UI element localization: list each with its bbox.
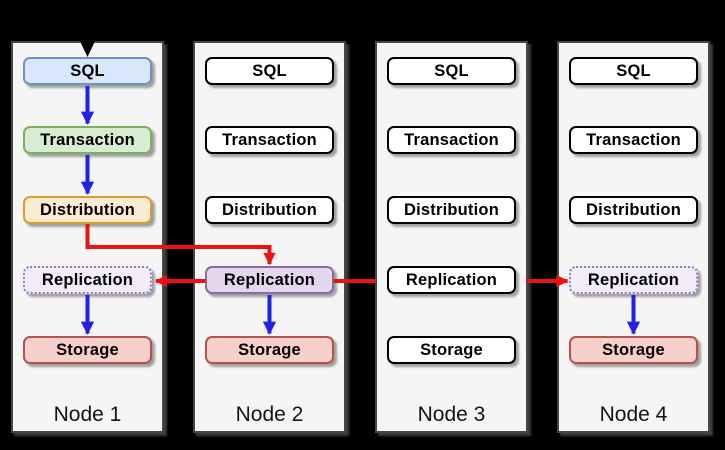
node2-sql-box: SQL <box>205 57 334 85</box>
node4-transaction-box: Transaction <box>569 126 698 154</box>
node1-distribution-box: Distribution <box>23 196 152 224</box>
node1-transaction-box: Transaction <box>23 126 152 154</box>
node3-panel: SQL Transaction Distribution Replication… <box>375 41 528 433</box>
node3-replication-box: Replication <box>387 266 516 294</box>
node1-label: Node 1 <box>53 403 122 426</box>
node3-sql-box: SQL <box>387 57 516 85</box>
node3-transaction-box: Transaction <box>387 126 516 154</box>
node4-sql-box: SQL <box>569 57 698 85</box>
node4-label: Node 4 <box>599 403 668 426</box>
node1-storage-box: Storage <box>23 336 152 364</box>
node2-panel: SQL Transaction Distribution Replication… <box>193 41 346 433</box>
node2-storage-box: Storage <box>205 336 334 364</box>
node4-storage-box: Storage <box>569 336 698 364</box>
node4-panel: SQL Transaction Distribution Replication… <box>557 41 710 433</box>
node4-replication-box: Replication <box>569 266 698 294</box>
node3-label: Node 3 <box>417 403 486 426</box>
node2-label: Node 2 <box>235 403 304 426</box>
node1-sql-box: SQL <box>23 57 152 85</box>
node4-distribution-box: Distribution <box>569 196 698 224</box>
node1-replication-box: Replication <box>23 266 152 294</box>
node2-replication-box: Replication <box>205 266 334 294</box>
node2-distribution-box: Distribution <box>205 196 334 224</box>
node1-panel: SQL Transaction Distribution Replication… <box>11 41 164 433</box>
node3-storage-box: Storage <box>387 336 516 364</box>
node2-transaction-box: Transaction <box>205 126 334 154</box>
node3-distribution-box: Distribution <box>387 196 516 224</box>
